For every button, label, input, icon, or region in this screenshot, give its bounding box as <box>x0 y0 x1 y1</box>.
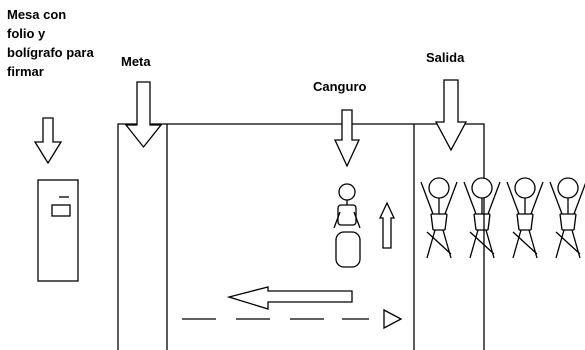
queue-person-1 <box>420 177 458 259</box>
canguro-label: Canguro <box>313 79 367 94</box>
path-dashed-arrow <box>182 308 403 330</box>
salida-label: Salida <box>426 50 465 65</box>
salida-arrow-icon <box>434 79 468 152</box>
queue-figures <box>420 177 585 259</box>
meta-label: Meta <box>121 54 151 69</box>
mesa-arrow-icon <box>33 117 63 165</box>
sign-table <box>37 179 79 282</box>
meta-arrow-icon <box>124 81 163 149</box>
queue-person-2 <box>463 177 501 259</box>
canguro-figure <box>333 183 361 268</box>
jump-arrow-icon <box>378 201 396 249</box>
course-outline <box>117 123 485 350</box>
mesa-label: Mesa con folio y bolígrafo para firmar <box>7 7 94 79</box>
queue-person-4 <box>549 177 585 259</box>
return-arrow-icon <box>226 286 353 310</box>
queue-person-3 <box>506 177 544 259</box>
canguro-arrow-icon <box>333 109 361 168</box>
